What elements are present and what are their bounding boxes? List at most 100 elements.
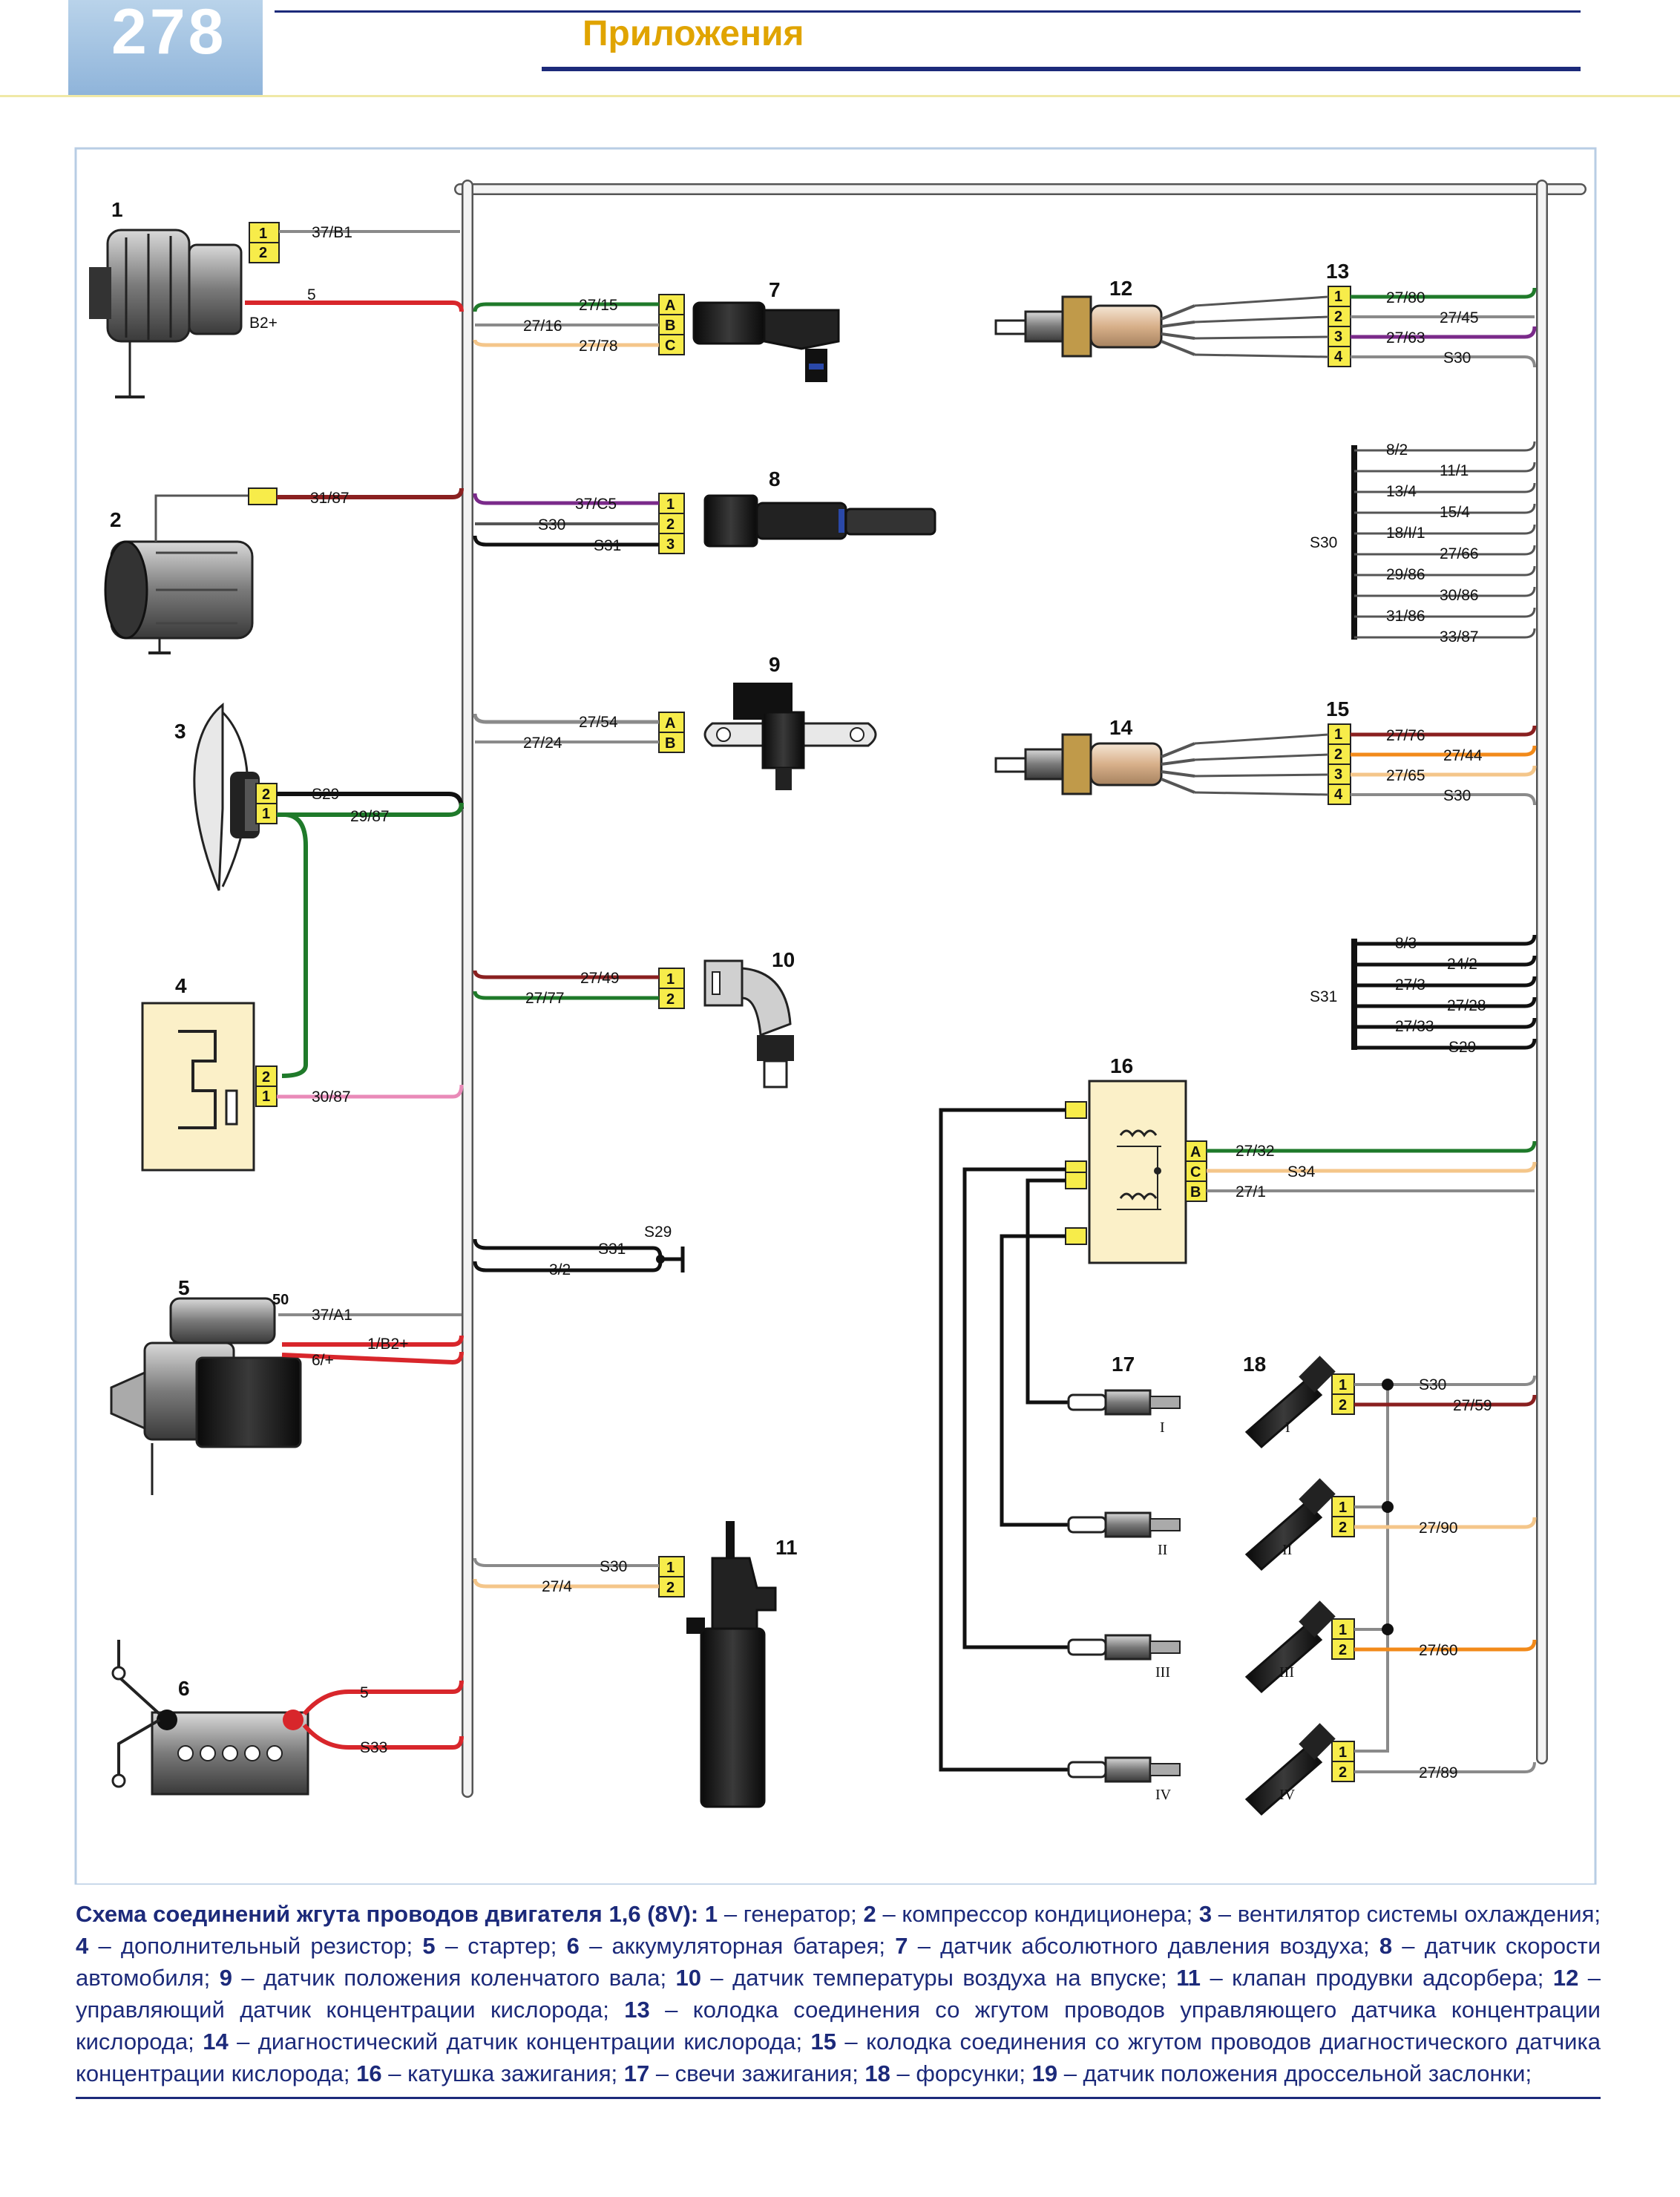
svg-text:2: 2 (666, 991, 675, 1008)
component-number-5: 5 (178, 1276, 190, 1299)
spark-plug-2 (1067, 1511, 1181, 1538)
component-number-4: 4 (175, 974, 187, 997)
wire-label-2790: 27/90 (1419, 1520, 1458, 1537)
connector-16: ACB (1065, 1101, 1207, 1245)
connector-7: ABC (658, 294, 685, 355)
svg-text:2: 2 (1339, 1520, 1347, 1536)
svg-text:2: 2 (262, 1069, 270, 1086)
wire-2749 (473, 970, 659, 979)
component-number-15: 15 (1326, 697, 1349, 720)
caption-items: 1 – генератор; 2 – компрессор кондиционе… (76, 1901, 1601, 2086)
svg-text:3: 3 (666, 536, 675, 553)
intake-air-temperature-sensor (703, 959, 794, 1088)
wire-label-s33: S33 (360, 1739, 387, 1756)
wire-label-154: 15/4 (1440, 504, 1470, 521)
caption-item-number: 3 (1198, 1901, 1213, 1927)
wire-label-2778: 27/78 (579, 338, 618, 355)
caption-item-text: – диагностический датчик концентрации ки… (228, 2029, 811, 2055)
wire-label-2780: 27/80 (1386, 289, 1425, 306)
connector-3: 21 (255, 783, 278, 824)
wire-label-2986: 29/86 (1386, 566, 1425, 583)
canister-purge-valve (686, 1521, 777, 1808)
svg-text:2: 2 (259, 245, 267, 261)
caption-item-text: – дополнительный резистор; (88, 1933, 423, 1959)
caption-item-number: 6 (566, 1933, 580, 1959)
wire-2732 (1207, 1140, 1537, 1153)
ground-point-s29 (656, 1247, 685, 1272)
caption-item-number: 17 (623, 2060, 650, 2086)
group-label-s30: S30 (1310, 534, 1337, 551)
wire-37c5 (473, 493, 659, 505)
svg-text:B: B (665, 318, 675, 334)
wire-label-3187: 31/87 (310, 490, 350, 507)
sensor-12-leads (1194, 295, 1329, 358)
svg-text:1: 1 (666, 971, 675, 988)
connector-4: 21 (255, 1065, 278, 1107)
wire-label-s29: S29 (312, 786, 339, 803)
injector-1 (1244, 1356, 1336, 1449)
wire-label-83: 8/3 (1395, 935, 1417, 952)
caption-item-text: – вентилятор системы охлаждения; (1212, 1901, 1601, 1927)
wire-label-3186: 31/86 (1386, 608, 1425, 625)
bottom-rule (76, 2097, 1601, 2099)
wire-2754 (473, 713, 659, 724)
svg-text:4: 4 (1334, 349, 1343, 365)
ground-label-s29: S29 (644, 1224, 672, 1241)
wire-label-2724: 27/24 (523, 735, 562, 752)
svg-text:2: 2 (666, 1580, 675, 1596)
component-number-1: 1 (111, 198, 123, 221)
caption-item-text: – колодка соединения со жгутом проводов … (76, 1997, 1601, 2055)
wire-label-37c5: 37/C5 (575, 496, 617, 513)
wire-label-2733: 27/33 (1395, 1018, 1434, 1035)
wire-label-134: 13/4 (1386, 483, 1417, 500)
svg-text:1: 1 (259, 226, 267, 242)
caption-item-text: – датчик положения дроссельной заслонки; (1057, 2060, 1532, 2086)
wire-label-37a1: 37/A1 (312, 1307, 352, 1324)
page-number: 278 (111, 0, 227, 68)
page-number-box: 278 (68, 0, 263, 95)
wire-label-3387: 33/87 (1440, 628, 1479, 646)
wire-5-battery (302, 1680, 464, 1715)
wire-2715 (473, 302, 659, 312)
wire-label-32: 3/2 (549, 1261, 571, 1278)
wire-label-2754: 27/54 (579, 714, 618, 731)
component-number-7: 7 (769, 278, 781, 301)
component-number-13: 13 (1326, 260, 1349, 283)
caption-item-number: 8 (1379, 1933, 1393, 1959)
wire-label-2777: 27/77 (525, 990, 565, 1007)
wire-2987 (277, 802, 464, 817)
wire-2763 (1351, 326, 1537, 339)
wire-label-s31a: S31 (594, 537, 621, 554)
svg-text:2: 2 (1334, 746, 1342, 763)
component-number-17: 17 (1112, 1353, 1135, 1376)
spark-plug-4 (1067, 1756, 1181, 1783)
wire-label-2766: 27/66 (1440, 545, 1479, 562)
wire-2777 (473, 991, 659, 1000)
caption-item-number: 19 (1031, 2060, 1058, 2086)
svg-text:1: 1 (262, 1088, 270, 1105)
wire-s31-sensor8 (473, 535, 659, 547)
caption-item-number: 7 (895, 1933, 908, 1959)
wire-label-5b: 5 (360, 1684, 369, 1701)
wire-label-2759: 27/59 (1453, 1397, 1492, 1414)
wiring-diagram: 1 12 37/B1 5 B2+ 2 31/87 3 21 S29 29/87 (74, 147, 1597, 1885)
wire-2759 (1354, 1394, 1537, 1407)
wire-32 (473, 1261, 663, 1272)
wire-label-271: 27/1 (1236, 1183, 1266, 1201)
caption-item-text: – датчик абсолютного давления воздуха; (908, 1933, 1379, 1959)
diagnostic-oxygen-sensor (994, 733, 1195, 795)
header-rule-bottom (542, 67, 1581, 71)
caption-item-number: 5 (422, 1933, 436, 1959)
additional-resistor (141, 1002, 255, 1172)
wire-label-1811: 18/I/1 (1386, 525, 1425, 542)
wire-6plus (281, 1351, 464, 1365)
connector-13: 12 34 (1328, 286, 1351, 367)
starter-terminal-50: 50 (272, 1292, 289, 1308)
svg-text:2: 2 (1339, 1397, 1347, 1413)
map-sensor (692, 301, 840, 382)
s31-ground-bundle (1351, 934, 1537, 1050)
wire-274 (473, 1578, 659, 1589)
wire-2780 (1351, 287, 1537, 299)
generator (89, 229, 243, 398)
caption-item-text: – клапан продувки адсорбера; (1201, 1965, 1553, 1991)
